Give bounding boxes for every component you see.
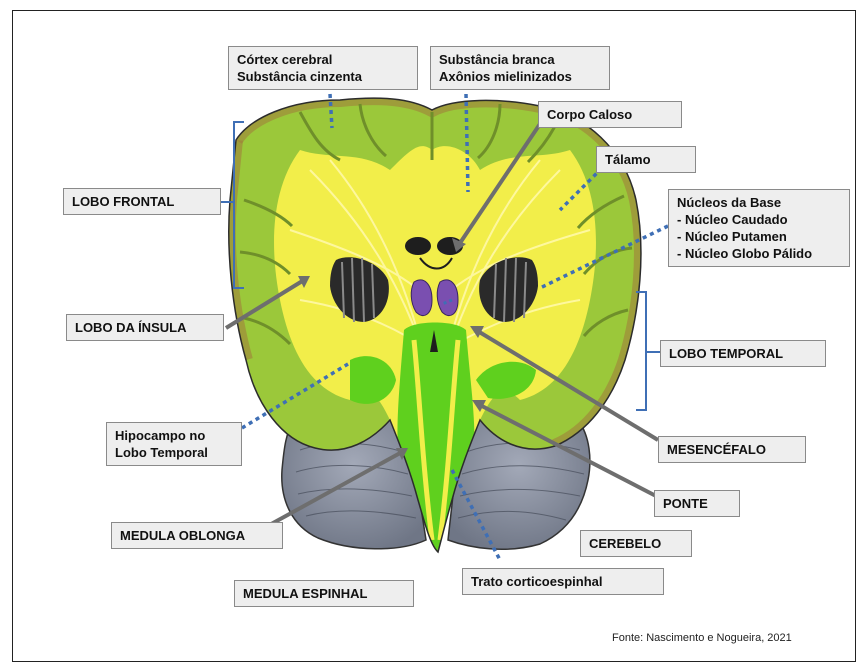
label-white-matter: Substância branca Axônios mielinizados (430, 46, 610, 90)
label-cortex: Córtex cerebral Substância cinzenta (228, 46, 418, 90)
label-spinal-cord: MEDULA ESPINHAL (234, 580, 414, 607)
label-medulla-oblongata: MEDULA OBLONGA (111, 522, 283, 549)
label-pons: PONTE (654, 490, 740, 517)
label-insula: LOBO DA ÍNSULA (66, 314, 224, 341)
label-midbrain: MESENCÉFALO (658, 436, 806, 463)
label-corpus-callosum: Corpo Caloso (538, 101, 682, 128)
label-corticospinal-tract: Trato corticoespinhal (462, 568, 664, 595)
label-frontal-lobe: LOBO FRONTAL (63, 188, 221, 215)
label-basal-nuclei: Núcleos da Base - Núcleo Caudado - Núcle… (668, 189, 850, 267)
temporal-lobe-bracket (636, 292, 646, 410)
source-credit: Fonte: Nascimento e Nogueira, 2021 (612, 632, 792, 644)
label-cerebellum: CEREBELO (580, 530, 692, 557)
label-temporal-lobe: LOBO TEMPORAL (660, 340, 826, 367)
label-thalamus: Tálamo (596, 146, 696, 173)
lateral-ventricle-left (405, 237, 431, 255)
label-hippocampus: Hipocampo no Lobo Temporal (106, 422, 242, 466)
